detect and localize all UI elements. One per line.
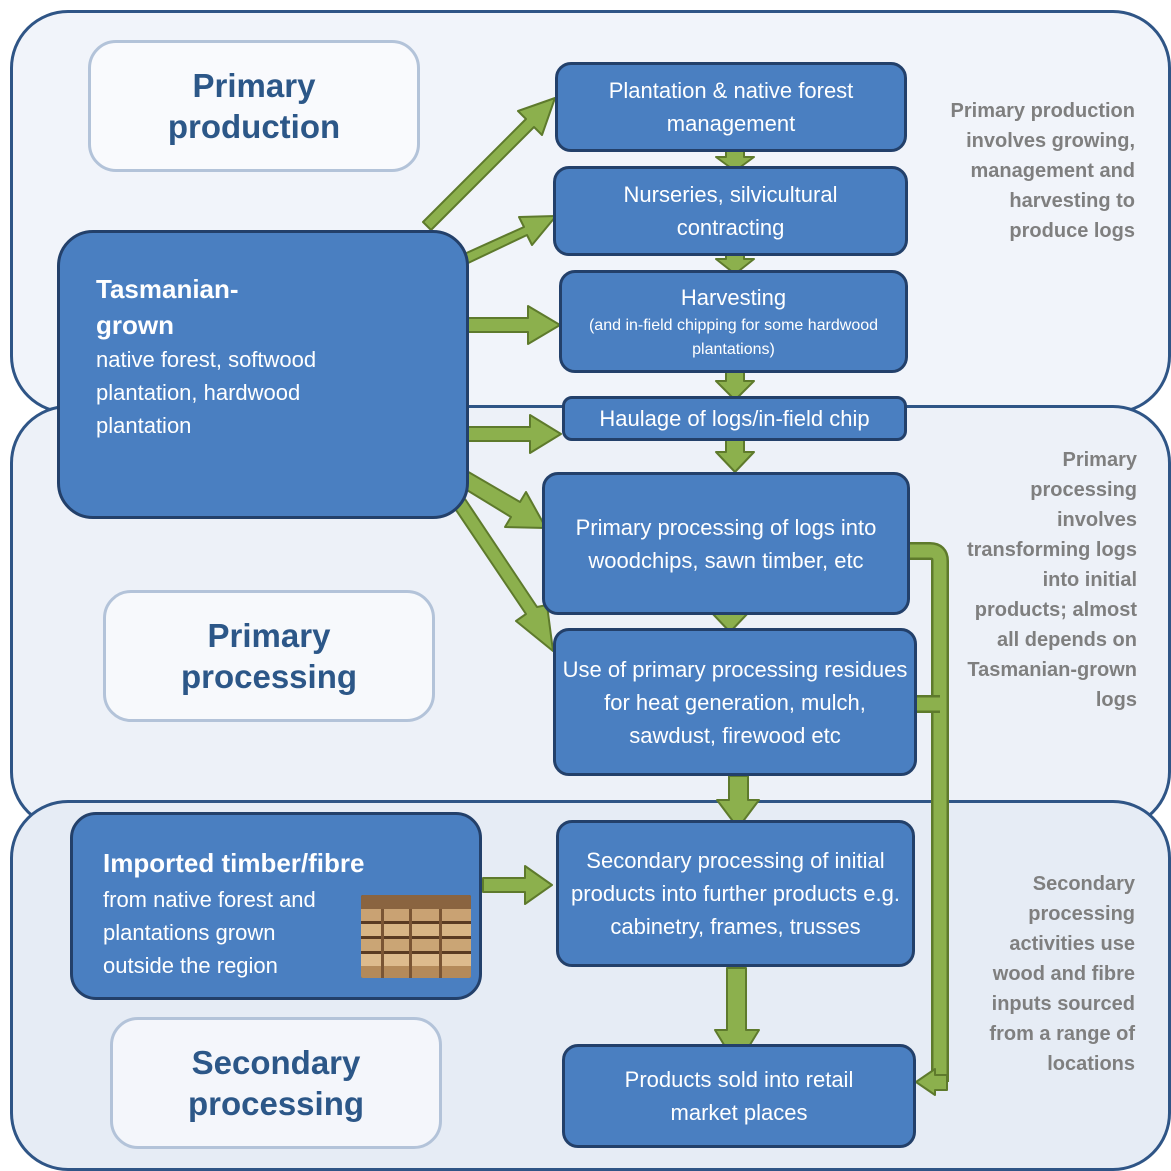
note-primary-production: Primary production involves growing, man… bbox=[945, 96, 1135, 246]
stage-label-primary-production: Primary production bbox=[88, 40, 420, 172]
tasmanian-grown-title: Tasmanian-grown bbox=[96, 274, 239, 340]
step-residues: Use of primary processing residues for h… bbox=[553, 628, 917, 776]
note-secondary-processing-text: Secondary processing activities use wood… bbox=[989, 873, 1135, 1075]
stage-label-primary-production-text: Primary production bbox=[167, 67, 341, 145]
stage-label-secondary-processing-text: Secondary processing bbox=[187, 1044, 365, 1122]
step-forest-management: Plantation & native forest management bbox=[555, 62, 907, 152]
step-haulage-text: Haulage of logs/in-field chip bbox=[599, 406, 870, 431]
step-primary-processing: Primary processing of logs into woodchip… bbox=[542, 472, 910, 615]
timber-stack-photo bbox=[361, 895, 471, 978]
tasmanian-grown-description: native forest, softwood plantation, hard… bbox=[96, 347, 317, 438]
step-retail: Products sold into retail market places bbox=[562, 1044, 916, 1148]
note-primary-processing-text: Primary processing involves transforming… bbox=[966, 449, 1137, 711]
stage-label-secondary-processing: Secondary processing bbox=[110, 1017, 442, 1149]
stage-label-primary-processing-text: Primary processing bbox=[180, 617, 358, 695]
imported-timber-description: from native forest and plantations grown… bbox=[103, 887, 316, 978]
step-haulage: Haulage of logs/in-field chip bbox=[562, 396, 907, 441]
note-primary-production-text: Primary production involves growing, man… bbox=[950, 100, 1135, 242]
step-nurseries-text: Nurseries, silvicultural contracting bbox=[623, 182, 838, 240]
step-harvesting-text: Harvesting bbox=[680, 285, 787, 310]
step-primary-processing-text: Primary processing of logs into woodchip… bbox=[575, 514, 877, 573]
step-forest-management-text: Plantation & native forest management bbox=[608, 78, 854, 136]
step-harvesting: Harvesting (and in-field chipping for so… bbox=[559, 270, 908, 373]
tasmanian-grown-box: Tasmanian-grown native forest, softwood … bbox=[57, 230, 469, 519]
imported-timber-title: Imported timber/fibre bbox=[103, 848, 365, 878]
stage-label-primary-processing: Primary processing bbox=[103, 590, 435, 722]
step-harvesting-note: (and in-field chipping for some hardwood… bbox=[588, 317, 879, 358]
note-primary-processing: Primary processing involves transforming… bbox=[960, 445, 1137, 715]
step-nurseries: Nurseries, silvicultural contracting bbox=[553, 166, 908, 256]
step-retail-text: Products sold into retail market places bbox=[624, 1067, 854, 1125]
step-residues-text: Use of primary processing residues for h… bbox=[562, 656, 908, 748]
step-secondary-processing: Secondary processing of initial products… bbox=[556, 820, 915, 967]
note-secondary-processing: Secondary processing activities use wood… bbox=[955, 869, 1135, 1079]
step-secondary-processing-text: Secondary processing of initial products… bbox=[571, 848, 900, 939]
